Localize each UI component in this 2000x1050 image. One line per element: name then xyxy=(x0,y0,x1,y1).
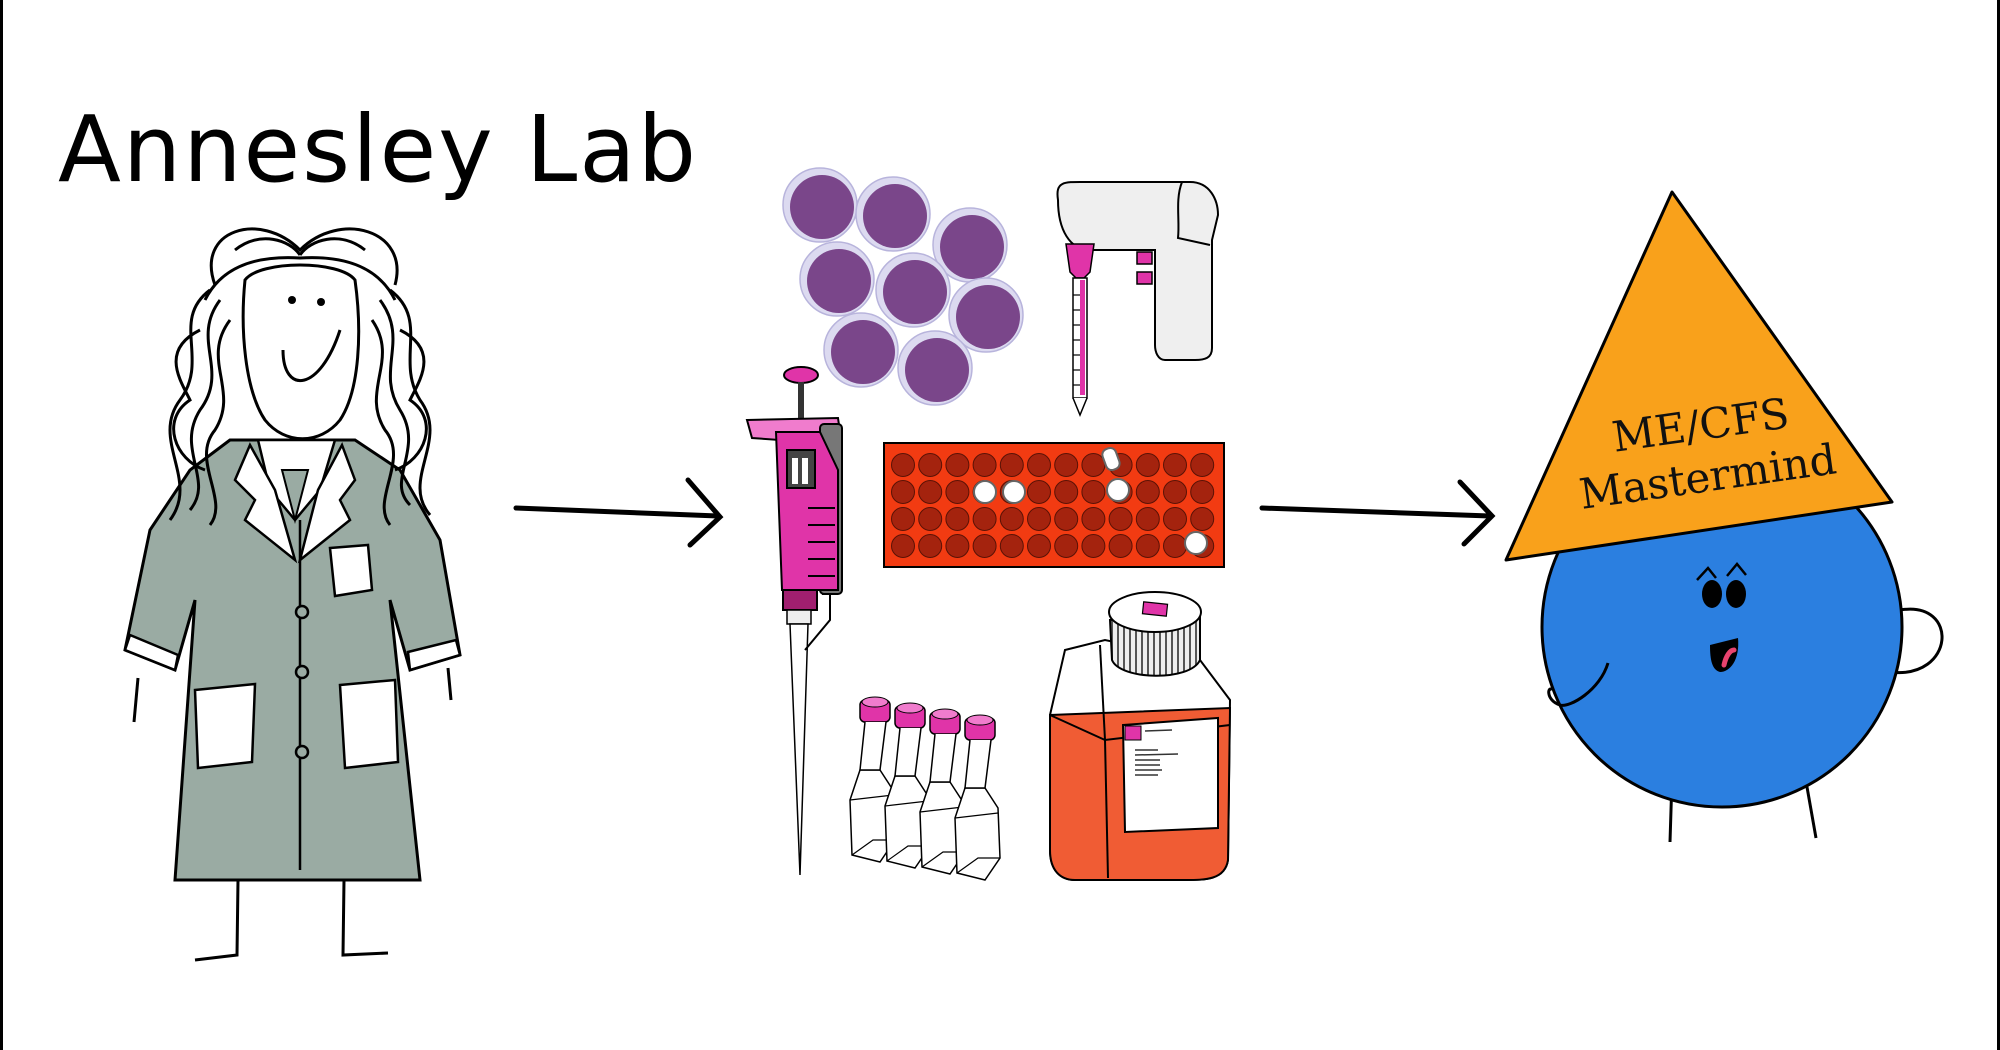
well xyxy=(1054,453,1079,477)
well xyxy=(972,534,997,558)
coat-cuff-left xyxy=(123,633,180,672)
well xyxy=(1027,534,1051,558)
lapel-right xyxy=(297,441,357,564)
coat-button xyxy=(294,744,310,760)
eye-left xyxy=(288,296,296,304)
well xyxy=(1135,507,1160,531)
pipette-controller xyxy=(1056,180,1220,417)
well xyxy=(1190,453,1215,477)
well xyxy=(1163,480,1187,504)
lab-title: Annesley Lab xyxy=(58,96,698,203)
well xyxy=(1081,507,1106,531)
eye-right xyxy=(317,298,325,306)
well xyxy=(891,507,915,531)
cells-cluster xyxy=(782,167,1024,406)
well xyxy=(1135,534,1160,558)
well xyxy=(918,534,943,558)
well xyxy=(972,507,997,531)
hip-pocket-left xyxy=(193,682,257,770)
scientist-legs xyxy=(194,879,389,962)
face xyxy=(241,263,361,441)
well xyxy=(945,507,970,531)
well xyxy=(945,534,970,558)
well xyxy=(918,480,943,504)
well xyxy=(1135,480,1160,504)
culture-flasks xyxy=(849,696,1001,881)
coat-button xyxy=(294,664,310,680)
bottle-label xyxy=(1121,716,1219,834)
hair xyxy=(168,227,432,526)
lapel-left xyxy=(233,442,298,564)
cell-nucleus xyxy=(863,184,927,248)
eye-right xyxy=(1726,580,1746,608)
well xyxy=(1135,453,1160,477)
well xyxy=(1081,534,1106,558)
well xyxy=(1054,480,1079,504)
well xyxy=(972,453,997,477)
tubes xyxy=(973,446,1208,555)
hat xyxy=(1504,190,1894,562)
hip-pocket-right xyxy=(338,678,400,770)
well xyxy=(1108,507,1133,531)
lab-coat xyxy=(123,438,462,882)
well xyxy=(1163,534,1187,558)
well xyxy=(945,480,970,504)
eye-left xyxy=(1702,580,1722,608)
culture-flask xyxy=(884,702,931,869)
culture-flask xyxy=(849,696,896,863)
well xyxy=(1163,507,1187,531)
well xyxy=(1163,453,1187,477)
well xyxy=(918,507,943,531)
well xyxy=(1027,453,1051,477)
arrow-right-icon xyxy=(1259,479,1496,547)
well xyxy=(1190,480,1215,504)
well xyxy=(918,453,943,477)
arm-left xyxy=(1547,662,1610,707)
arrow-right-icon xyxy=(513,477,724,548)
arm-right xyxy=(1889,607,1944,674)
chest-pocket xyxy=(328,543,374,598)
well xyxy=(1108,534,1133,558)
smile xyxy=(281,329,342,383)
coat-cuff-right xyxy=(406,638,462,672)
well-plate xyxy=(883,442,1225,568)
well xyxy=(945,453,970,477)
well xyxy=(891,453,915,477)
cell-nucleus xyxy=(807,249,871,313)
scientist-figure xyxy=(123,227,462,962)
mouth xyxy=(1710,638,1739,672)
well xyxy=(891,480,915,504)
cell-nucleus xyxy=(905,338,969,402)
cell-nucleus xyxy=(940,215,1004,279)
media-bottle xyxy=(1049,591,1232,881)
well xyxy=(1081,480,1106,504)
mastermind-character: ME/CFS Mastermind xyxy=(1504,190,1944,843)
cell-nucleus xyxy=(790,175,854,239)
well xyxy=(1027,480,1051,504)
coat-button xyxy=(294,604,310,620)
well xyxy=(999,507,1024,531)
well xyxy=(1054,507,1079,531)
well xyxy=(999,534,1024,558)
well xyxy=(1190,507,1215,531)
well xyxy=(1027,507,1051,531)
culture-flask xyxy=(954,714,1001,881)
well xyxy=(891,534,915,558)
cell-nucleus xyxy=(883,260,947,324)
well xyxy=(1054,534,1079,558)
micropipette xyxy=(745,366,843,876)
cell-nucleus xyxy=(831,320,895,384)
well xyxy=(1081,453,1106,477)
cell-nucleus xyxy=(956,285,1020,349)
well xyxy=(999,453,1024,477)
